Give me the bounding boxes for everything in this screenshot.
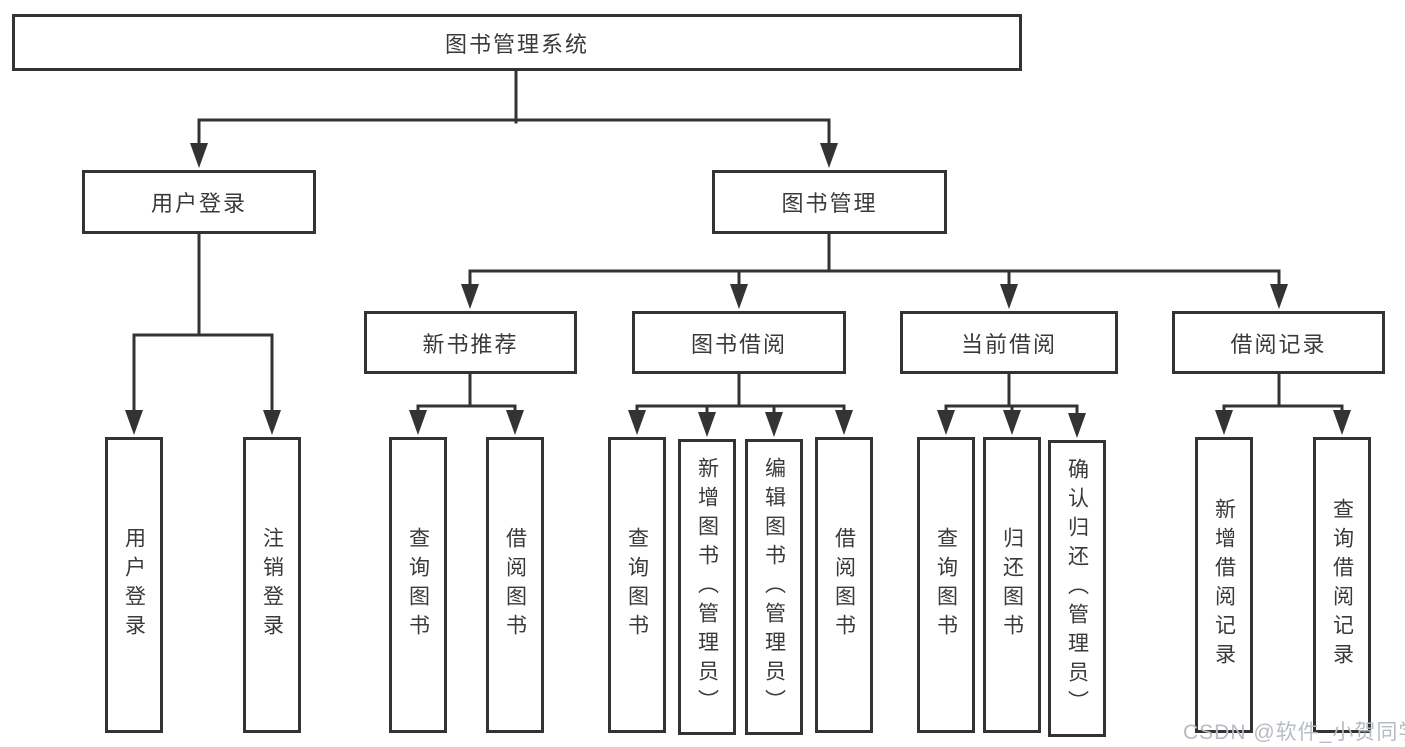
leaf-borrow-edit-books-admin: 编辑图书（管理员） (745, 439, 803, 735)
node-book-management-label: 图书管理 (781, 191, 878, 216)
csdn-watermark: CSDN @软件_小贺同学 (1183, 721, 1405, 744)
leaf-logout-label: 注销登录 (260, 527, 284, 643)
node-user-login: 用户登录 (82, 170, 316, 234)
node-book-management: 图书管理 (712, 170, 947, 234)
leaf-current-return-books-label: 归还图书 (1000, 527, 1024, 643)
leaf-newbook-query-books-label: 查询图书 (406, 527, 430, 643)
leaf-current-return-books: 归还图书 (983, 437, 1041, 733)
leaf-logout: 注销登录 (243, 437, 301, 733)
leaf-records-query-record-label: 查询借阅记录 (1330, 498, 1354, 672)
node-current-borrow-label: 当前借阅 (960, 331, 1057, 357)
leaf-borrow-add-books-admin-label: 新增图书（管理员） (695, 456, 719, 718)
node-new-book-recommend: 新书推荐 (364, 311, 577, 374)
leaf-borrow-query-books-label: 查询图书 (625, 527, 649, 643)
node-user-login-label: 用户登录 (150, 191, 247, 216)
arrowheads (125, 143, 1351, 438)
node-root: 图书管理系统 (12, 14, 1022, 71)
leaf-borrow-borrow-books-label: 借阅图书 (832, 527, 856, 643)
node-current-borrow: 当前借阅 (900, 311, 1118, 374)
leaf-current-query-books-label: 查询图书 (934, 527, 958, 643)
leaf-records-query-record: 查询借阅记录 (1313, 437, 1371, 733)
leaf-borrow-borrow-books: 借阅图书 (815, 437, 873, 733)
node-borrow-records-label: 借阅记录 (1230, 331, 1327, 357)
node-book-borrow: 图书借阅 (632, 311, 846, 374)
leaf-borrow-add-books-admin: 新增图书（管理员） (678, 439, 736, 735)
leaf-user-login: 用户登录 (105, 437, 163, 733)
node-new-book-recommend-label: 新书推荐 (422, 331, 519, 357)
leaf-records-add-record-label: 新增借阅记录 (1212, 498, 1236, 672)
leaf-newbook-query-books: 查询图书 (389, 437, 447, 733)
leaf-current-confirm-return-admin-label: 确认归还（管理员） (1065, 458, 1089, 719)
node-borrow-records: 借阅记录 (1172, 311, 1385, 374)
leaf-current-query-books: 查询图书 (917, 437, 975, 733)
node-root-label: 图书管理系统 (444, 31, 589, 57)
leaf-user-login-label: 用户登录 (122, 527, 146, 643)
leaf-records-add-record: 新增借阅记录 (1195, 437, 1253, 733)
leaf-newbook-borrow-books-label: 借阅图书 (503, 527, 527, 643)
leaf-borrow-query-books: 查询图书 (608, 437, 666, 733)
leaf-current-confirm-return-admin: 确认归还（管理员） (1048, 440, 1106, 737)
leaf-newbook-borrow-books: 借阅图书 (486, 437, 544, 733)
node-book-borrow-label: 图书借阅 (690, 331, 787, 357)
leaf-borrow-edit-books-admin-label: 编辑图书（管理员） (762, 456, 786, 718)
